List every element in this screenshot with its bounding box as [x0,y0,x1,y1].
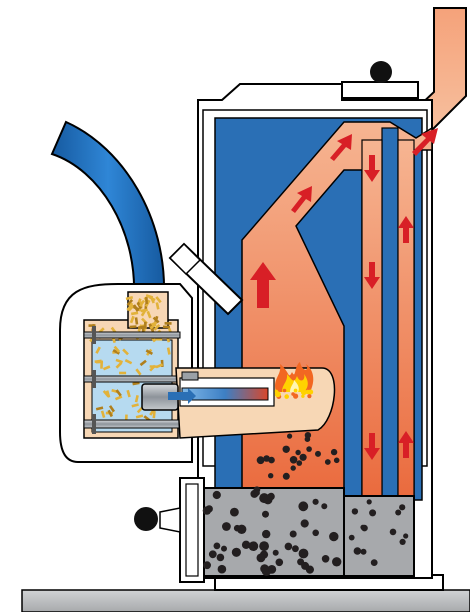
ash-particle [354,547,362,555]
ash-particle [218,565,227,574]
ember [284,394,289,399]
ash-particle [257,554,266,563]
floor-slab [22,590,470,612]
ash-particle [262,511,269,518]
pellet-chip [129,325,136,328]
ash-particle [299,549,309,559]
pellet-chip [96,361,103,364]
ash-particle [295,450,300,455]
ember [307,394,311,398]
ash-particle [283,446,290,453]
ash-particle [300,454,307,461]
door-knob-icon [134,507,158,531]
ash-particle [259,541,269,551]
ash-door [160,478,204,582]
pellet-chip [163,326,170,329]
ash-particle [292,545,299,552]
ash-particle [322,555,330,563]
ash-particle [305,436,311,442]
ash-particle [213,491,221,499]
ash-particle [325,459,331,465]
hose-inlet [128,292,168,328]
ash-particle [268,473,273,478]
ash-particle [297,460,303,466]
ash-particle [395,510,401,516]
ash-particle [254,490,260,496]
ash-particle [312,530,319,537]
ash-particle [285,543,293,551]
ember [283,389,287,393]
ember [293,394,298,399]
ash-particle [329,532,338,541]
ash-particle [263,455,270,462]
ash-particle [222,522,231,531]
ash-particle [203,561,211,569]
ash-particle [290,456,298,464]
ash-particle [237,525,246,534]
ember [275,390,278,393]
ash-particle [298,501,308,511]
ash-particle [242,541,250,549]
ember [304,391,307,394]
ash-particle [290,531,297,538]
ash-particle [400,539,406,545]
ash-particle [287,434,292,439]
ash-particle [306,446,312,452]
ash-particle [262,530,270,538]
burner-air-tube [182,388,268,400]
top-cap [342,82,418,98]
ash-particle [361,549,367,555]
top-knob-icon [370,61,392,83]
ash-particle [291,465,296,470]
ash-particle [315,451,321,457]
ash-particle [217,554,225,562]
ash-particle [301,519,309,527]
ash-particle [257,456,265,464]
pellet-chip [150,365,157,368]
ash-particle [399,504,405,510]
ash-particle [276,559,284,567]
ash-particle [321,503,327,509]
pellet-chip [145,297,148,304]
ash-particle [331,449,337,455]
ember [308,390,313,395]
ash-particle [390,529,397,536]
ash-particle [349,535,355,541]
ember [294,389,298,393]
ash-particle [403,533,408,538]
ash-particle [360,525,365,530]
ash-particle [214,543,221,550]
pellet-chip [165,322,172,325]
ash-particle [352,508,358,514]
ash-particle [369,509,376,516]
ash-particle [209,550,217,558]
ash-particle [313,499,319,505]
ash-particle [267,493,274,500]
pellet-hose [52,122,164,294]
igniter [182,372,198,380]
ash-particle [260,564,269,573]
ash-particle [230,508,239,517]
ash-particle [232,548,241,557]
ash-particle [333,559,340,566]
ash-particle [371,559,378,566]
ash-particle [273,550,279,556]
ash-particle [283,473,290,480]
ash-particle [221,546,227,552]
ash-particle [367,499,372,504]
ash-particle [334,458,340,464]
baffle-strip [382,128,398,500]
ash-particle [203,506,211,514]
ash-particle [301,562,309,570]
pellet-chip [119,372,126,375]
